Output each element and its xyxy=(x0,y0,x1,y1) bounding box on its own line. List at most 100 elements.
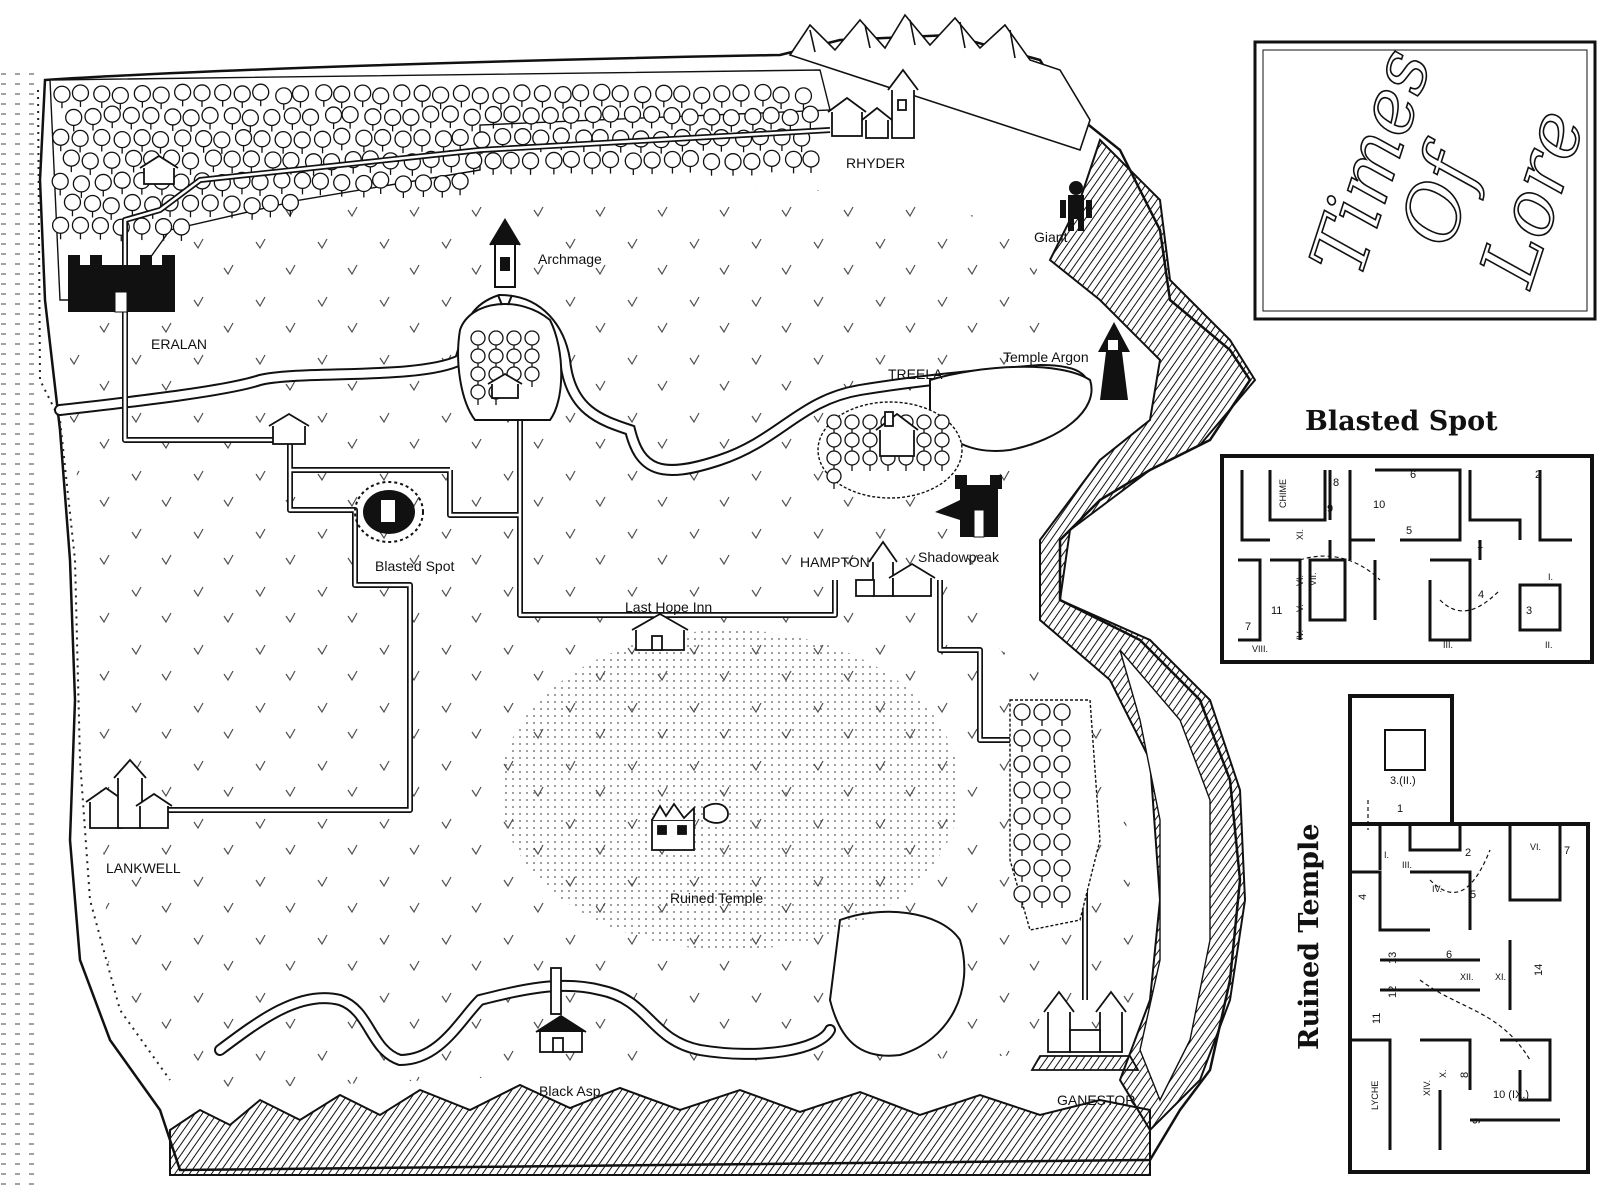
tree-icon xyxy=(1033,703,1051,726)
tree-icon xyxy=(826,414,842,435)
bs-room-roman-6: VI. xyxy=(1295,575,1305,586)
tree-icon xyxy=(1013,807,1031,830)
tree-icon xyxy=(383,108,402,132)
tree-icon xyxy=(341,105,359,129)
label-rhyder: RHYDER xyxy=(846,155,905,171)
tree-icon xyxy=(181,194,200,218)
tree-icon xyxy=(524,366,540,387)
treela-lake xyxy=(929,365,1093,452)
tree-icon xyxy=(1033,859,1051,882)
bs-room-11: 11 xyxy=(1271,605,1282,617)
tree-icon xyxy=(72,175,91,198)
tree-icon xyxy=(502,151,520,175)
tree-icon xyxy=(102,197,120,220)
tree-icon xyxy=(413,129,431,152)
north-mountains xyxy=(788,13,1091,152)
tree-icon xyxy=(451,172,469,196)
tree-icon xyxy=(394,130,412,154)
coast-dotted-line xyxy=(37,89,171,1081)
bs-room-roman-1: I. xyxy=(1548,572,1553,582)
tree-icon xyxy=(181,152,200,175)
rt-room-lyche: LYCHE xyxy=(1370,1081,1380,1110)
tree-icon xyxy=(264,151,282,174)
rt-room-5: 5 xyxy=(1470,889,1476,901)
tree-icon xyxy=(291,85,310,108)
tree-icon xyxy=(441,105,459,129)
tree-icon xyxy=(133,129,151,152)
tree-icon xyxy=(802,150,820,173)
tree-icon xyxy=(1013,833,1031,856)
label-shadowpeak: Shadowpeak xyxy=(918,549,1000,565)
label-treela: TREELA xyxy=(888,366,943,382)
tree-icon xyxy=(172,218,191,241)
tree-icon xyxy=(484,152,502,175)
tree-icon xyxy=(602,105,620,129)
tree-icon xyxy=(703,108,721,131)
tree-icon xyxy=(524,330,540,351)
tree-icon xyxy=(223,150,241,174)
label-temple-argon: Temple Argon xyxy=(1003,349,1089,365)
tree-icon xyxy=(333,85,351,109)
tree-icon xyxy=(763,149,781,173)
tree-icon xyxy=(402,108,420,132)
tree-icon xyxy=(113,130,131,154)
tree-icon xyxy=(372,171,390,195)
ganestor-castle-icon xyxy=(1030,990,1140,1071)
tree-icon xyxy=(693,86,711,110)
tree-icon xyxy=(673,85,691,108)
roadside-house-icon xyxy=(268,412,310,445)
forest-house-icon xyxy=(139,154,179,185)
tree-icon xyxy=(533,84,552,108)
tree-icon xyxy=(1033,755,1051,778)
ruined-temple-icon xyxy=(651,802,729,851)
blasted-spot-inset: Blasted Spot CHIME 8 9 10 6 5 2 1 4 3 11… xyxy=(1220,406,1594,664)
archmage-tower-icon xyxy=(489,218,521,306)
tree-icon xyxy=(223,195,241,219)
rt-room-11: 11 xyxy=(1371,1013,1383,1024)
rt-room-roman-4: IV. xyxy=(1432,884,1442,894)
tree-icon xyxy=(71,84,90,107)
black-asp-icon xyxy=(535,967,587,1053)
tree-icon xyxy=(293,171,312,195)
label-lankwell: LANKWELL xyxy=(106,860,181,876)
tree-icon xyxy=(103,151,121,175)
tree-icon xyxy=(241,109,260,132)
tree-icon xyxy=(261,194,280,218)
tree-icon xyxy=(762,106,780,130)
tree-icon xyxy=(663,107,681,130)
tree-icon xyxy=(754,83,772,107)
tree-icon xyxy=(744,107,762,131)
sea xyxy=(0,70,40,1190)
rt-room-6: 6 xyxy=(1446,949,1452,961)
label-hampton: HAMPTON xyxy=(800,554,870,570)
tree-icon xyxy=(253,130,271,153)
tree-icon xyxy=(663,150,682,174)
tree-icon xyxy=(713,85,731,108)
tree-icon xyxy=(513,84,531,107)
tree-icon xyxy=(562,150,580,174)
lankwell-town-icon xyxy=(85,758,173,829)
tree-icon xyxy=(91,217,110,240)
tree-icon xyxy=(283,107,301,130)
tree-icon xyxy=(1053,703,1071,726)
bs-room-roman-8: VIII. xyxy=(1252,644,1268,654)
tree-icon xyxy=(541,106,559,130)
tree-icon xyxy=(201,106,219,130)
bs-room-6: 6 xyxy=(1410,469,1416,481)
tree-icon xyxy=(333,174,351,197)
tree-icon xyxy=(242,150,261,173)
tree-icon xyxy=(503,105,521,129)
tree-icon xyxy=(643,151,661,175)
tree-icon xyxy=(355,174,373,198)
label-eralan: ERALAN xyxy=(151,336,207,352)
blasted-spot-icon xyxy=(354,481,424,543)
blasted-spot-inset-title: Blasted Spot xyxy=(1305,406,1498,437)
tree-icon xyxy=(301,108,320,132)
bs-room-roman-7: VII. xyxy=(1308,572,1318,586)
tree-icon xyxy=(844,414,860,435)
tree-icon xyxy=(934,450,950,471)
tree-icon xyxy=(71,129,89,153)
tree-icon xyxy=(273,171,291,195)
tree-icon xyxy=(488,330,504,351)
